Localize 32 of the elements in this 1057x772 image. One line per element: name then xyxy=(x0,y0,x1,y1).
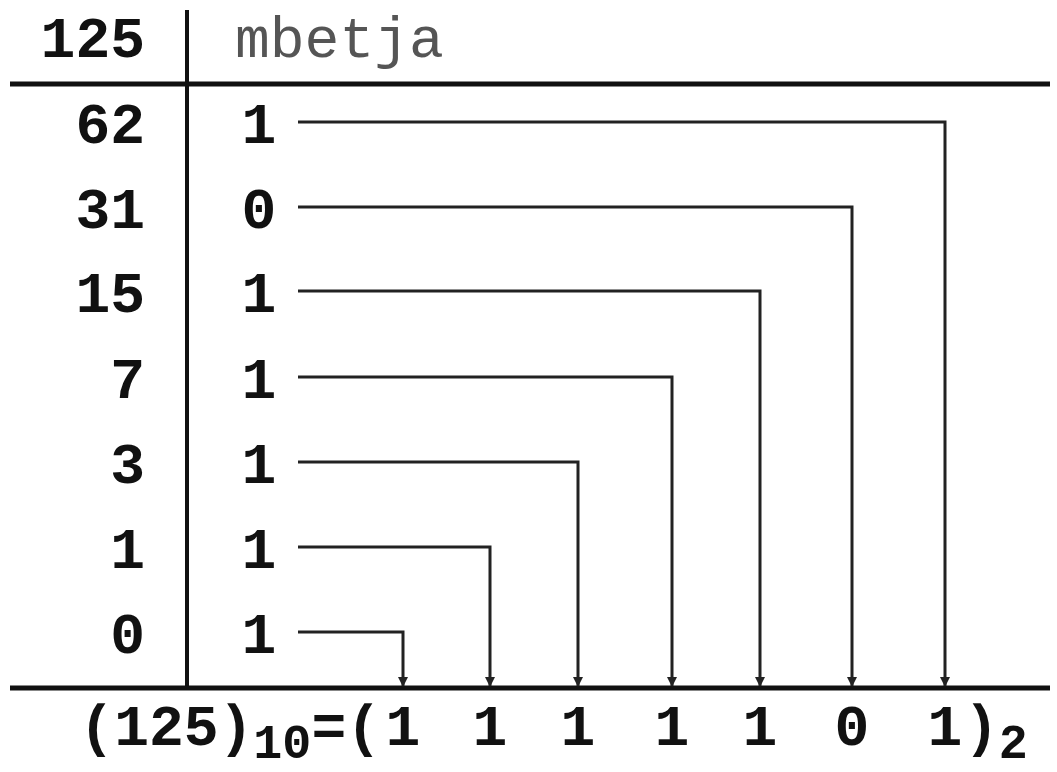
quotient-number: 7 xyxy=(109,353,145,413)
arrow xyxy=(298,289,765,687)
binary-digit: 1 xyxy=(384,700,422,760)
remainder-digit: 1 xyxy=(240,267,278,327)
dividend-number: 125 xyxy=(39,12,145,72)
column-heading: mbetja xyxy=(235,12,444,72)
base-subscript: )$_{2}$ xyxy=(964,700,1028,760)
quotient-number: 31 xyxy=(74,183,145,243)
decimal-expression: (125)$_{10}$=( xyxy=(78,700,381,760)
quotient-number: 15 xyxy=(74,267,145,327)
quotient-number: 0 xyxy=(109,608,145,668)
binary-digit: 0 xyxy=(833,700,871,760)
arrow xyxy=(298,630,408,687)
binary-digit: 1 xyxy=(559,700,597,760)
quotient-number: 3 xyxy=(109,438,145,498)
arrow xyxy=(298,545,495,687)
binary-digit: 1 xyxy=(741,700,779,760)
quotient-number: 1 xyxy=(109,523,145,583)
remainder-digit: 1 xyxy=(240,98,278,158)
remainder-digit: 1 xyxy=(240,353,278,413)
remainder-digit: 1 xyxy=(240,608,278,668)
arrow xyxy=(298,120,950,687)
binary-digit: 1 xyxy=(926,700,964,760)
quotient-number: 62 xyxy=(74,98,145,158)
arrow xyxy=(298,460,583,687)
remainder-digit: 1 xyxy=(240,523,278,583)
arrow xyxy=(298,375,677,687)
remainder-digit: 0 xyxy=(240,183,278,243)
binary-digit: 1 xyxy=(471,700,509,760)
binary-digit: 1 xyxy=(653,700,691,760)
remainder-digit: 1 xyxy=(240,438,278,498)
arrow xyxy=(298,205,857,687)
